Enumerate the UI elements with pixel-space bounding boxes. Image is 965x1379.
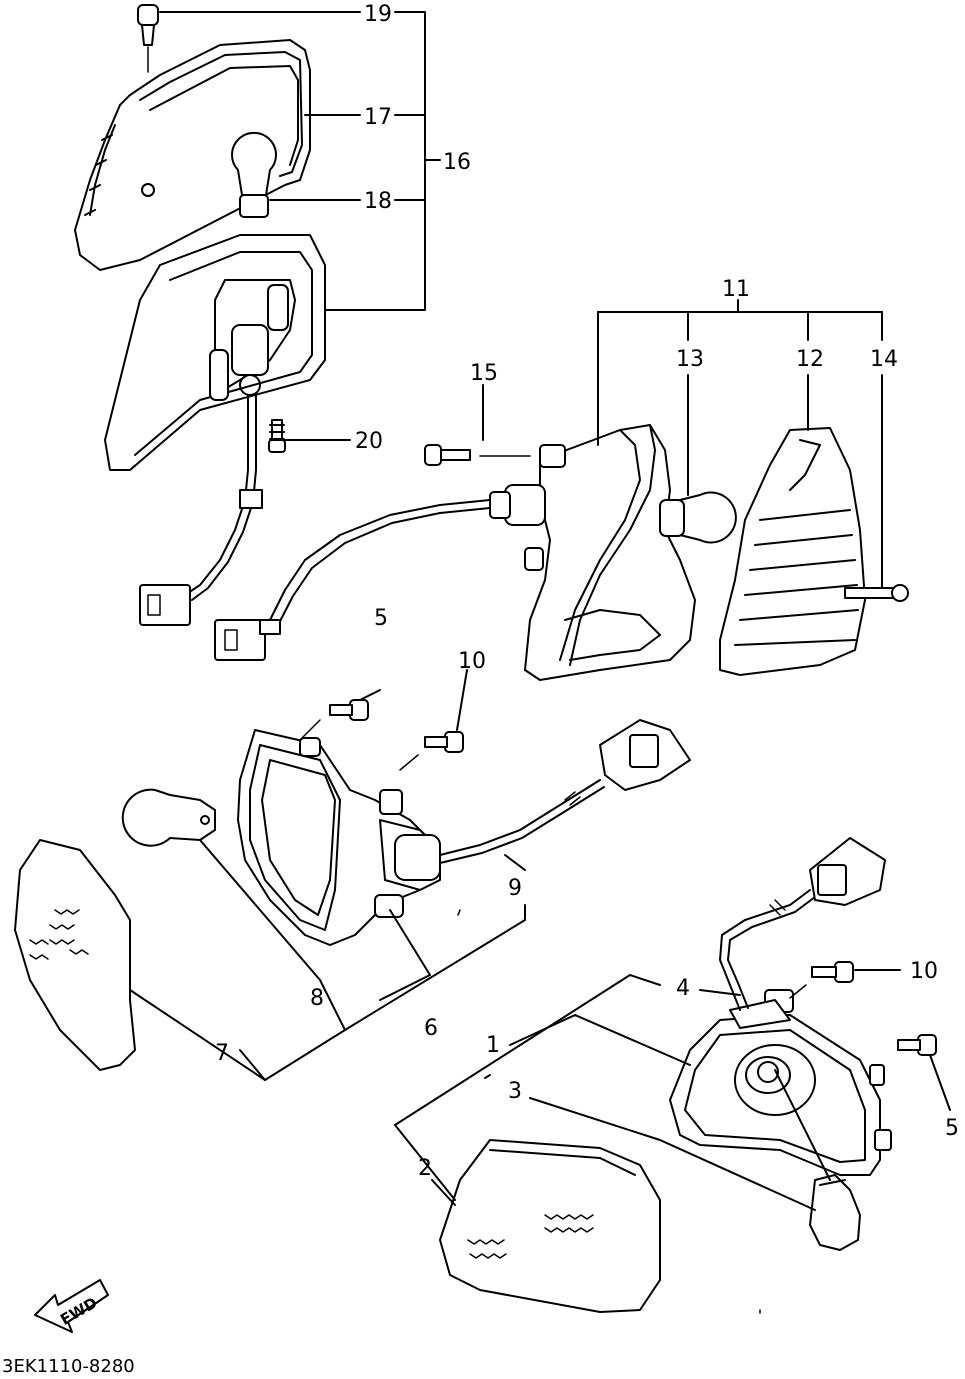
front-flasher-body-11 xyxy=(489,424,696,681)
screw-19 xyxy=(137,4,159,73)
screw-5-lower xyxy=(897,1034,937,1056)
fwd-arrow-icon: FWD xyxy=(34,1279,109,1333)
leader-lines-1 xyxy=(394,969,951,1211)
screw-10-upper xyxy=(399,731,464,771)
callout-18: 18 xyxy=(364,189,392,214)
callout-4: 4 xyxy=(676,976,690,1001)
callout-8: 8 xyxy=(310,986,324,1011)
callout-19: 19 xyxy=(364,2,392,27)
front-flasher-bulb-13 xyxy=(659,491,737,544)
callout-9: 9 xyxy=(508,876,522,901)
callout-16: 16 xyxy=(443,150,471,175)
callout-5-lower: 5 xyxy=(945,1116,959,1141)
callout-2: 2 xyxy=(418,1156,432,1181)
diagram-code: 3EK1110-8280 xyxy=(2,1356,135,1377)
callout-15: 15 xyxy=(470,361,498,386)
front-flasher-wire-11 xyxy=(214,499,491,661)
callout-20: 20 xyxy=(355,429,383,454)
callout-10-lower: 10 xyxy=(910,959,938,984)
leader-lines-11 xyxy=(482,299,883,589)
screw-14 xyxy=(844,584,909,602)
rear-flasher-wire xyxy=(139,394,263,626)
flasher-bulb-3 xyxy=(809,1174,861,1251)
flasher-body-1 xyxy=(669,989,892,1176)
flasher-bulb-8 xyxy=(121,788,216,847)
speck-marks xyxy=(457,909,761,1314)
front-flasher-lens-12 xyxy=(719,427,866,676)
flasher-body-6 xyxy=(237,729,441,946)
rear-flasher-bulb xyxy=(231,131,277,218)
callout-17: 17 xyxy=(364,105,392,130)
screw-10-lower xyxy=(789,961,854,999)
screw-15 xyxy=(424,444,531,466)
callout-6: 6 xyxy=(424,1016,438,1041)
flasher-lens-7 xyxy=(14,839,136,1071)
callout-5-upper: 5 xyxy=(374,606,388,631)
flasher-wire-4 xyxy=(719,837,886,1011)
flasher-lens-2 xyxy=(439,1139,661,1313)
callout-10-upper: 10 xyxy=(458,649,486,674)
leader-lines-16 xyxy=(159,11,441,441)
rear-flasher-body xyxy=(104,234,326,471)
callout-14: 14 xyxy=(870,347,898,372)
callout-7: 7 xyxy=(215,1041,229,1066)
screw-20 xyxy=(268,419,286,453)
callout-1: 1 xyxy=(486,1033,500,1058)
callout-3: 3 xyxy=(508,1079,522,1104)
callout-11: 11 xyxy=(722,277,750,302)
callout-13: 13 xyxy=(676,347,704,372)
flasher-wire-9 xyxy=(439,719,691,864)
screw-5-upper xyxy=(299,699,369,741)
callout-12: 12 xyxy=(796,347,824,372)
rear-flasher-lens-cover xyxy=(74,39,311,271)
leader-lines-9 xyxy=(129,669,526,1081)
